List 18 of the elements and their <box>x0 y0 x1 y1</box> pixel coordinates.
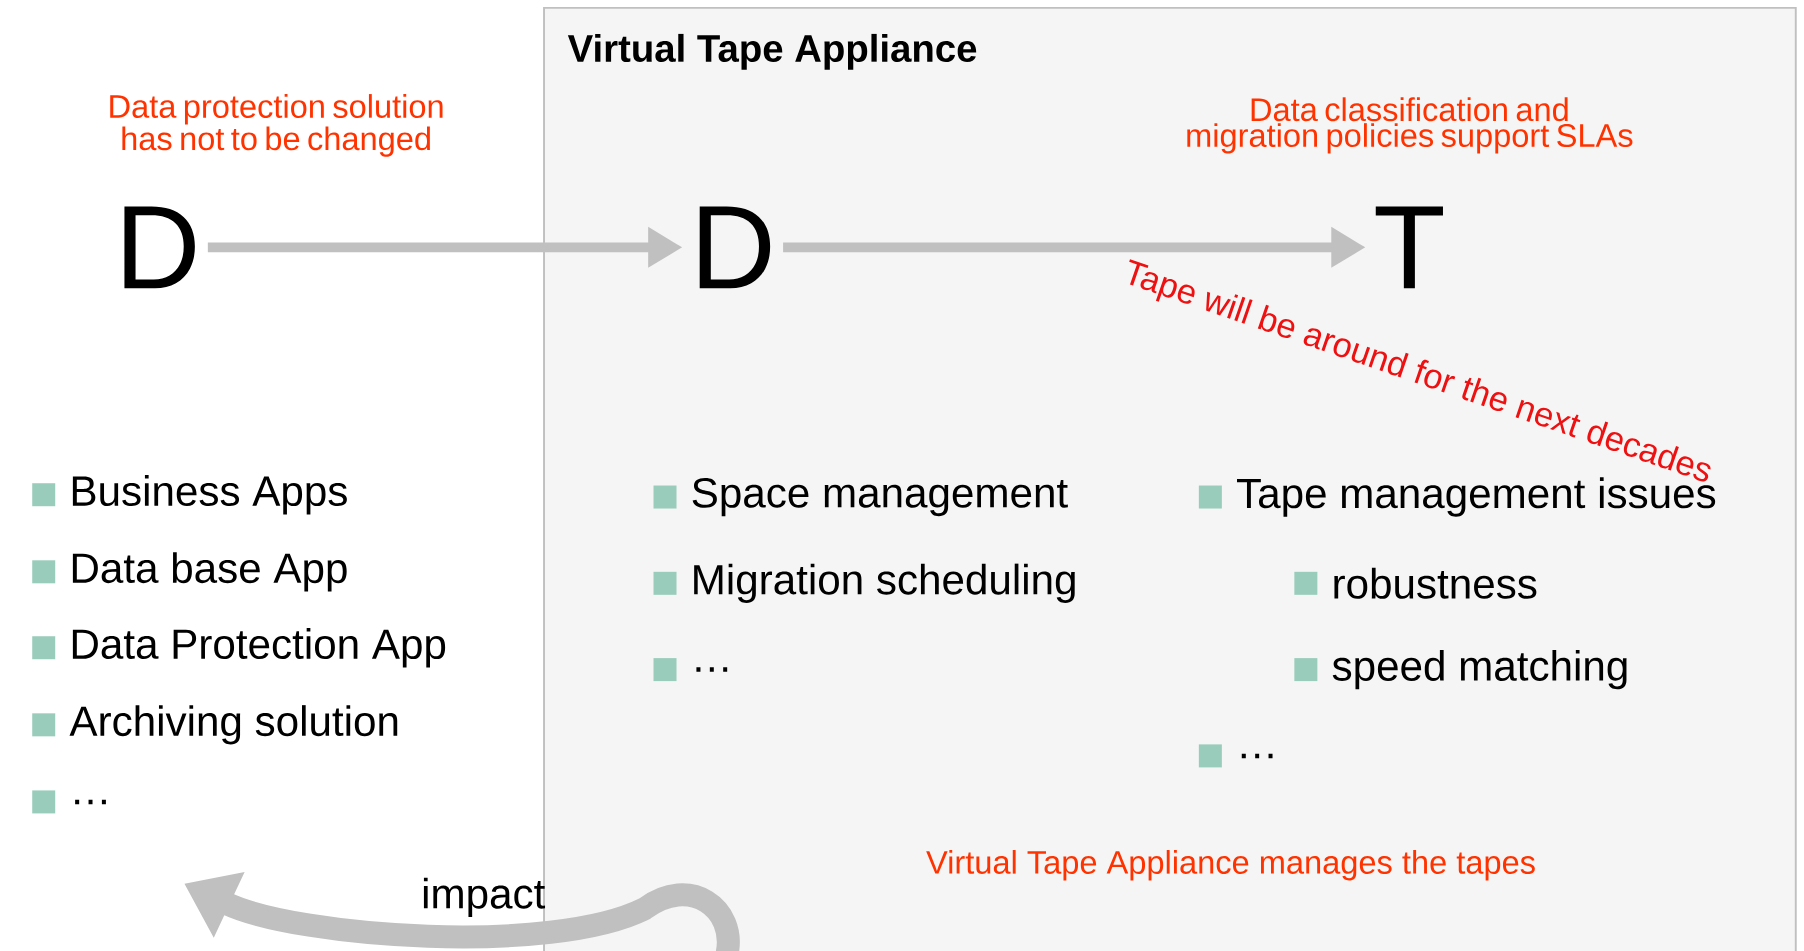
letter: D <box>699 206 771 288</box>
bullet-item: Archiving solution <box>32 704 398 745</box>
bullet-item: robustness <box>1294 567 1537 599</box>
bullet-item: Data Protection App <box>32 627 446 668</box>
letter: T <box>1375 206 1443 288</box>
bullet-item: Space management <box>653 477 1068 516</box>
bullet-item: … <box>1198 744 1273 768</box>
bullet-item: Business Apps <box>32 474 347 515</box>
edge-label: impact <box>423 877 546 917</box>
note: Virtual Tape Appliance manages the tapes <box>926 849 1535 881</box>
note: Data protection solution has not to be changed <box>110 93 443 157</box>
bullet-item: … <box>653 657 728 681</box>
letter: D <box>124 206 195 288</box>
note: Data classification and migration policies support SLAs <box>1187 97 1633 154</box>
bullet-item: Migration scheduling <box>653 563 1075 603</box>
bullet-item: Data base App <box>32 551 347 592</box>
bullet-item: … <box>32 790 106 814</box>
bullet-item: speed matching <box>1294 649 1627 690</box>
